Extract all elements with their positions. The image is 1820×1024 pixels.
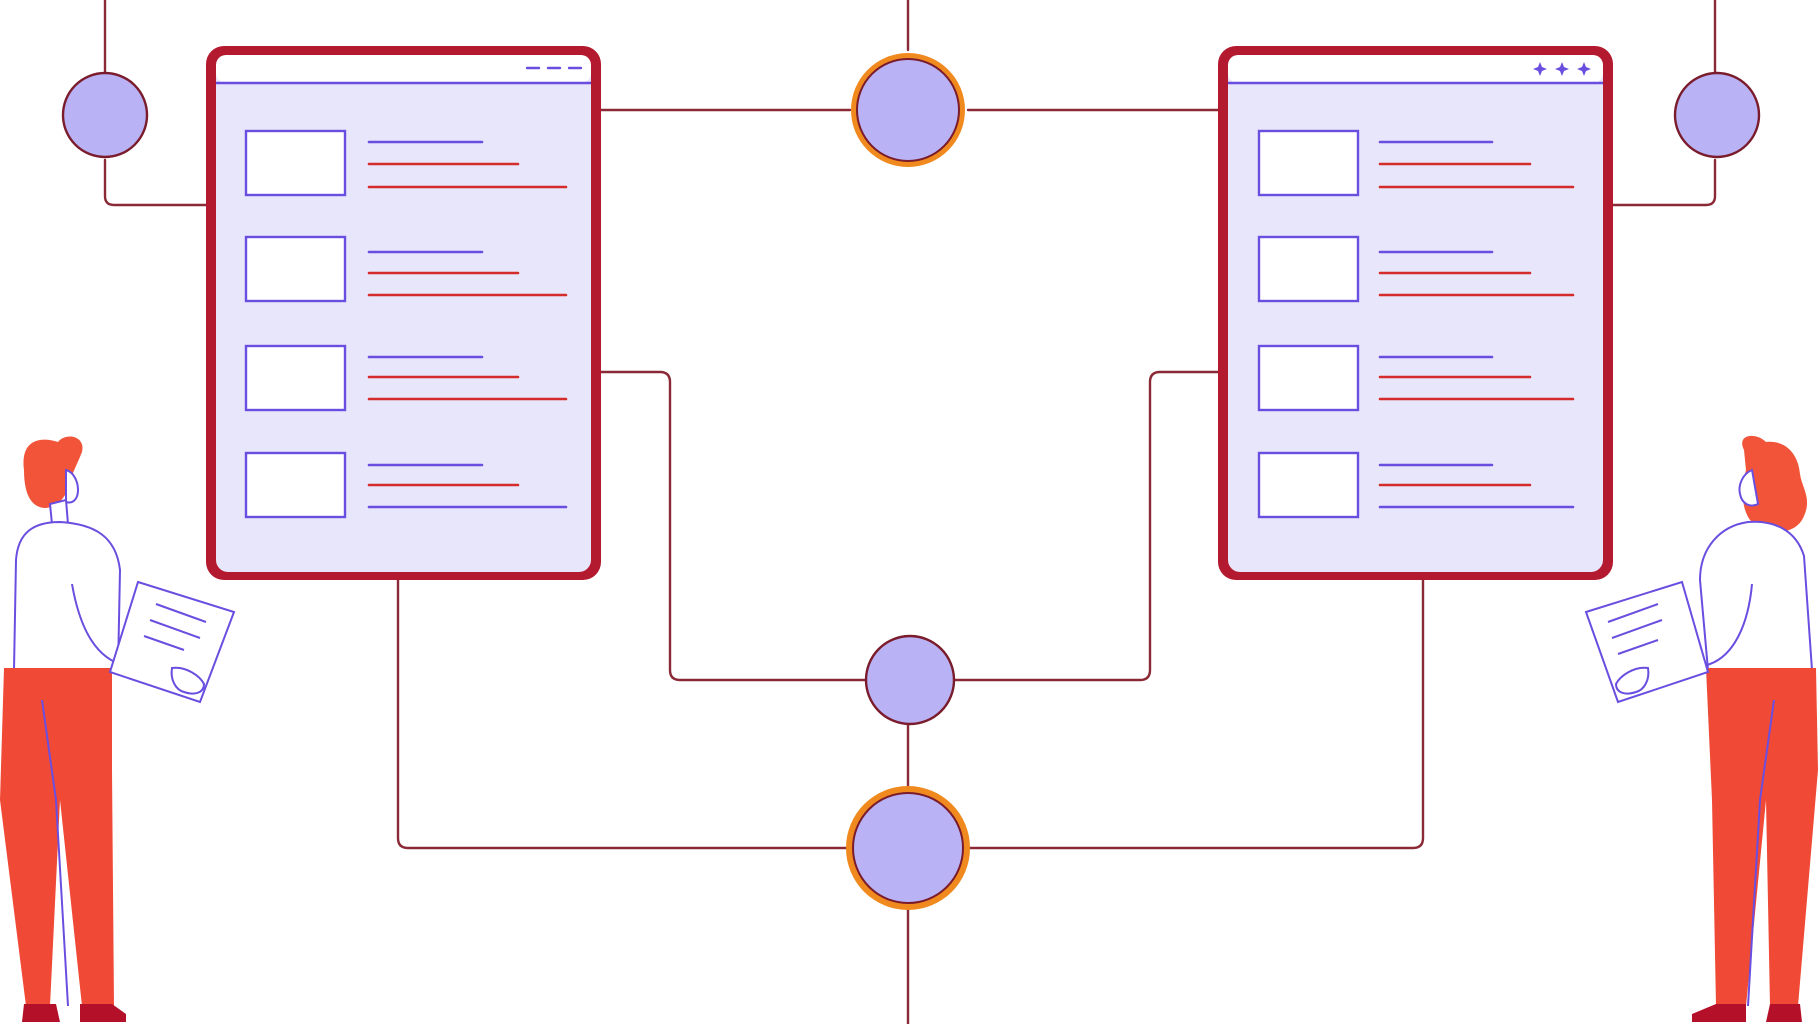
text-line	[143, 635, 185, 651]
connection-wires	[103, 0, 1717, 1024]
list-item[interactable]	[244, 129, 568, 197]
clipboard-icon	[108, 580, 236, 704]
thumbnail-box	[1257, 451, 1360, 519]
panel-right-titlebar	[1228, 55, 1603, 83]
panel-left-titlebar	[216, 55, 591, 83]
thumbnail-box	[1257, 235, 1360, 303]
wire-top-right	[1611, 0, 1717, 207]
person-shoe	[1766, 1004, 1802, 1022]
thumbnail-box	[244, 451, 347, 519]
list-item[interactable]	[244, 344, 568, 412]
left-person	[0, 436, 236, 1022]
person-shirt	[1698, 520, 1814, 671]
person-pants-seam	[41, 699, 69, 1007]
node-top-right	[1673, 71, 1761, 159]
person-pants	[0, 668, 114, 1006]
list-item[interactable]	[1257, 451, 1575, 519]
sparkle-icon[interactable]	[1533, 62, 1547, 76]
person-shoe	[80, 1004, 126, 1022]
list-item[interactable]	[244, 235, 568, 303]
person-face	[65, 468, 80, 504]
list-item[interactable]	[1257, 344, 1575, 412]
node-middle-center	[864, 634, 956, 726]
sparkle-icon[interactable]	[1555, 62, 1569, 76]
person-shoe	[22, 1004, 60, 1022]
clipboard-board	[108, 580, 236, 704]
wire-bottom-right	[966, 578, 1425, 850]
thumbnail-box	[244, 235, 347, 303]
person-hand	[1614, 666, 1650, 695]
wire-top-center	[599, 0, 1220, 112]
thumbnail-box	[244, 344, 347, 412]
person-hair	[23, 436, 83, 508]
node-bottom-center-core	[852, 792, 964, 904]
wire-middle-left	[599, 370, 867, 682]
node-top-left	[61, 71, 149, 159]
sparkle-icon[interactable]	[1577, 62, 1591, 76]
list-item[interactable]	[1257, 129, 1575, 197]
person-hair	[1742, 435, 1808, 532]
right-person	[1584, 435, 1818, 1022]
clipboard-board	[1584, 580, 1710, 704]
wire-top-left	[103, 0, 208, 207]
panel-left-rows	[244, 129, 568, 519]
wire-bottom-left	[396, 578, 852, 850]
clipboard-icon	[1584, 580, 1710, 704]
list-item[interactable]	[244, 451, 568, 519]
wire-middle-right	[953, 370, 1220, 682]
person-hand	[170, 666, 206, 695]
thumbnail-box	[244, 129, 347, 197]
panel-right	[1218, 46, 1613, 580]
text-line	[149, 619, 201, 639]
node-top-center-core	[856, 58, 960, 162]
text-line	[1611, 619, 1663, 639]
text-line	[1617, 639, 1659, 655]
network-nodes	[61, 53, 1761, 910]
panel-right-rows	[1257, 129, 1575, 519]
thumbnail-box	[1257, 344, 1360, 412]
person-pants	[1706, 668, 1818, 1006]
person-neck	[48, 498, 70, 525]
person-shoe	[1692, 1004, 1746, 1022]
person-face	[1738, 468, 1760, 507]
list-item[interactable]	[1257, 235, 1575, 303]
text-line	[1607, 603, 1659, 623]
person-pants-seam	[1747, 699, 1775, 1007]
thumbnail-box	[1257, 129, 1360, 197]
text-line	[155, 603, 207, 623]
panel-left	[206, 46, 601, 580]
person-shirt	[12, 520, 122, 671]
panel-right-titlebar-icons	[1533, 62, 1591, 76]
